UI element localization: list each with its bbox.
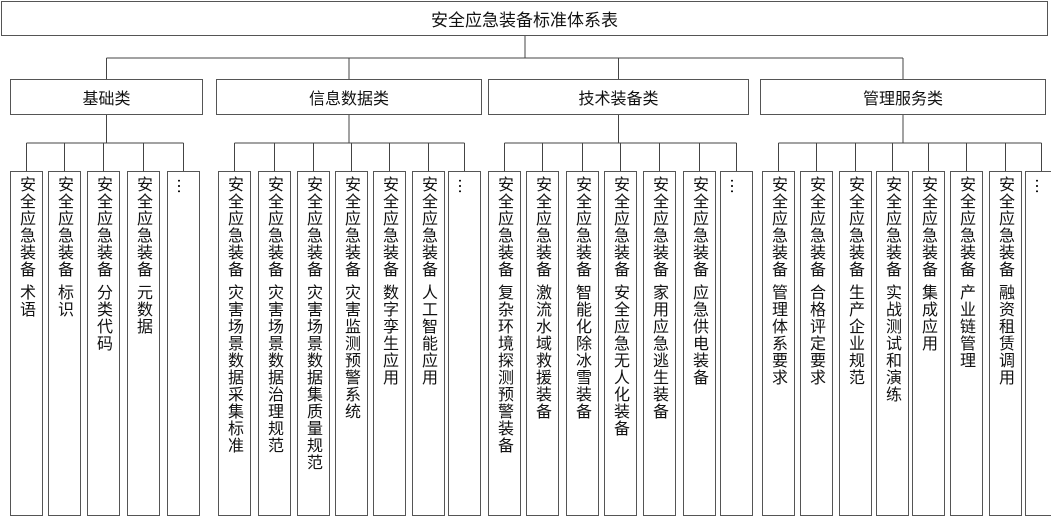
- leaf-box-ellipsis: …: [448, 171, 481, 516]
- leaf-box: 安全应急装备 激流水域救援装备: [526, 171, 559, 516]
- leaf-box: 安全应急装备 智能化除冰雪装备: [566, 171, 599, 516]
- leaf-box: 安全应急装备 灾害场景数据集质量规范: [297, 171, 330, 516]
- leaf-label: 安全应急装备 灾害场景数据采集标准: [225, 176, 244, 455]
- category-label: 管理服务类: [862, 89, 943, 108]
- leaf-box: 安全应急装备 灾害场景数据治理规范: [258, 171, 291, 516]
- category-box: 管理服务类: [760, 79, 1046, 115]
- leaf-box: 安全应急装备 生产企业规范: [839, 171, 872, 516]
- leaf-box: 安全应急装备 家用应急逃生装备: [643, 171, 676, 516]
- leaf-label: 安全应急装备 生产企业规范: [846, 176, 865, 387]
- leaf-label: 安全应急装备 集成应用: [919, 176, 938, 353]
- leaf-box: 安全应急装备 分类代码: [87, 171, 120, 516]
- leaf-box: 安全应急装备 复杂环境探测预警装备: [488, 171, 521, 516]
- category-box: 基础类: [10, 79, 203, 115]
- leaf-label: 安全应急装备 复杂环境探测预警装备: [495, 176, 514, 455]
- leaf-label: 安全应急装备 元数据: [134, 176, 153, 336]
- root-title-box: 安全应急装备标准体系表: [1, 1, 1048, 36]
- leaf-box: 安全应急装备 合格评定要求: [800, 171, 833, 516]
- category-label: 信息数据类: [308, 89, 389, 108]
- leaf-label: 安全应急装备 人工智能应用: [419, 176, 438, 387]
- leaf-label: 安全应急装备 实战测试和演练: [883, 176, 902, 404]
- leaf-box: 安全应急装备 元数据: [127, 171, 160, 516]
- leaf-label: 安全应急装备 分类代码: [94, 176, 113, 353]
- ellipsis-mark: …: [727, 178, 746, 194]
- leaf-box: 安全应急装备 融资租赁调用: [989, 171, 1022, 516]
- leaf-label: 安全应急装备 激流水域救援装备: [533, 176, 552, 421]
- ellipsis-mark: …: [174, 178, 193, 194]
- leaf-label: 安全应急装备 管理体系要求: [769, 176, 788, 387]
- leaf-label: 安全应急装备 数字孪生应用: [380, 176, 399, 387]
- leaf-box: 安全应急装备 实战测试和演练: [876, 171, 909, 516]
- leaf-box-ellipsis: …: [167, 171, 200, 516]
- leaf-box: 安全应急装备 数字孪生应用: [373, 171, 406, 516]
- category-label: 基础类: [82, 89, 131, 108]
- leaf-box: 安全应急装备 安全应急无人化装备: [604, 171, 637, 516]
- leaf-box: 安全应急装备 灾害场景数据采集标准: [218, 171, 251, 516]
- leaf-label: 安全应急装备 灾害场景数据集质量规范: [304, 176, 323, 472]
- leaf-label: 安全应急装备 灾害场景数据治理规范: [265, 176, 284, 455]
- category-label: 技术装备类: [578, 89, 659, 108]
- leaf-box: 安全应急装备 集成应用: [912, 171, 945, 516]
- leaf-label: 安全应急装备 术语: [17, 176, 36, 319]
- leaf-label: 安全应急装备 融资租赁调用: [996, 176, 1015, 387]
- root-title: 安全应急装备标准体系表: [431, 11, 618, 31]
- leaf-box: 安全应急装备 术语: [10, 171, 43, 516]
- leaf-box: 安全应急装备 灾害监测预警系统: [335, 171, 368, 516]
- leaf-box-ellipsis: …: [720, 171, 753, 516]
- ellipsis-mark: …: [1032, 178, 1051, 194]
- leaf-label: 安全应急装备 标识: [55, 176, 74, 319]
- leaf-label: 安全应急装备 家用应急逃生装备: [650, 176, 669, 421]
- leaf-label: 安全应急装备 应急供电装备: [690, 176, 709, 387]
- leaf-label: 安全应急装备 灾害监测预警系统: [342, 176, 361, 421]
- leaf-label: 安全应急装备 合格评定要求: [807, 176, 826, 387]
- leaf-box: 安全应急装备 人工智能应用: [412, 171, 445, 516]
- leaf-label: 安全应急装备 安全应急无人化装备: [611, 176, 630, 438]
- leaf-box-ellipsis: …: [1025, 171, 1051, 516]
- category-box: 技术装备类: [488, 79, 749, 115]
- leaf-label: 安全应急装备 智能化除冰雪装备: [573, 176, 592, 421]
- leaf-box: 安全应急装备 标识: [48, 171, 81, 516]
- leaf-box: 安全应急装备 产业链管理: [950, 171, 983, 516]
- ellipsis-mark: …: [455, 178, 474, 194]
- category-box: 信息数据类: [216, 79, 482, 115]
- leaf-label: 安全应急装备 产业链管理: [957, 176, 976, 370]
- leaf-box: 安全应急装备 应急供电装备: [683, 171, 716, 516]
- leaf-box: 安全应急装备 管理体系要求: [762, 171, 795, 516]
